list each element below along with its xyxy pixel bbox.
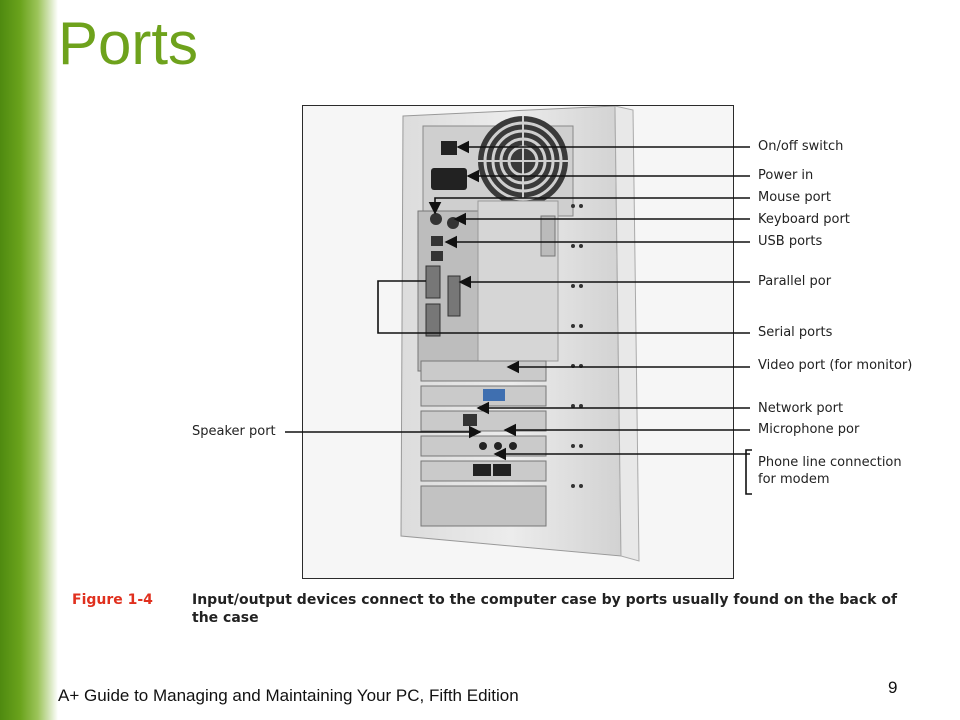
- footer-book-title: A+ Guide to Managing and Maintaining You…: [58, 686, 519, 705]
- figure-number: Figure 1-4: [72, 592, 153, 608]
- label-on-off-switch: On/off switch: [758, 139, 844, 154]
- slide-accent-bar: [0, 0, 58, 720]
- label-keyboard-port: Keyboard port: [758, 212, 850, 227]
- figure-caption: Input/output devices connect to the comp…: [192, 592, 898, 626]
- slide-title: Ports: [58, 10, 199, 77]
- label-mouse-port: Mouse port: [758, 190, 831, 205]
- label-usb-ports: USB ports: [758, 234, 823, 249]
- computer-case-photo: [302, 105, 734, 579]
- label-speaker-port: Speaker port: [192, 424, 276, 439]
- label-phone-line-line1: Phone line connection: [758, 455, 902, 470]
- label-network-port: Network port: [758, 401, 844, 416]
- label-phone-line-line2: for modem: [758, 472, 830, 487]
- label-video-port: Video port (for monitor): [758, 358, 913, 373]
- label-parallel-port: Parallel por: [758, 274, 832, 289]
- label-serial-ports: Serial ports: [758, 325, 833, 340]
- label-power-in: Power in: [758, 168, 814, 183]
- label-microphone-port: Microphone por: [758, 422, 860, 437]
- page-number: 9: [888, 678, 898, 697]
